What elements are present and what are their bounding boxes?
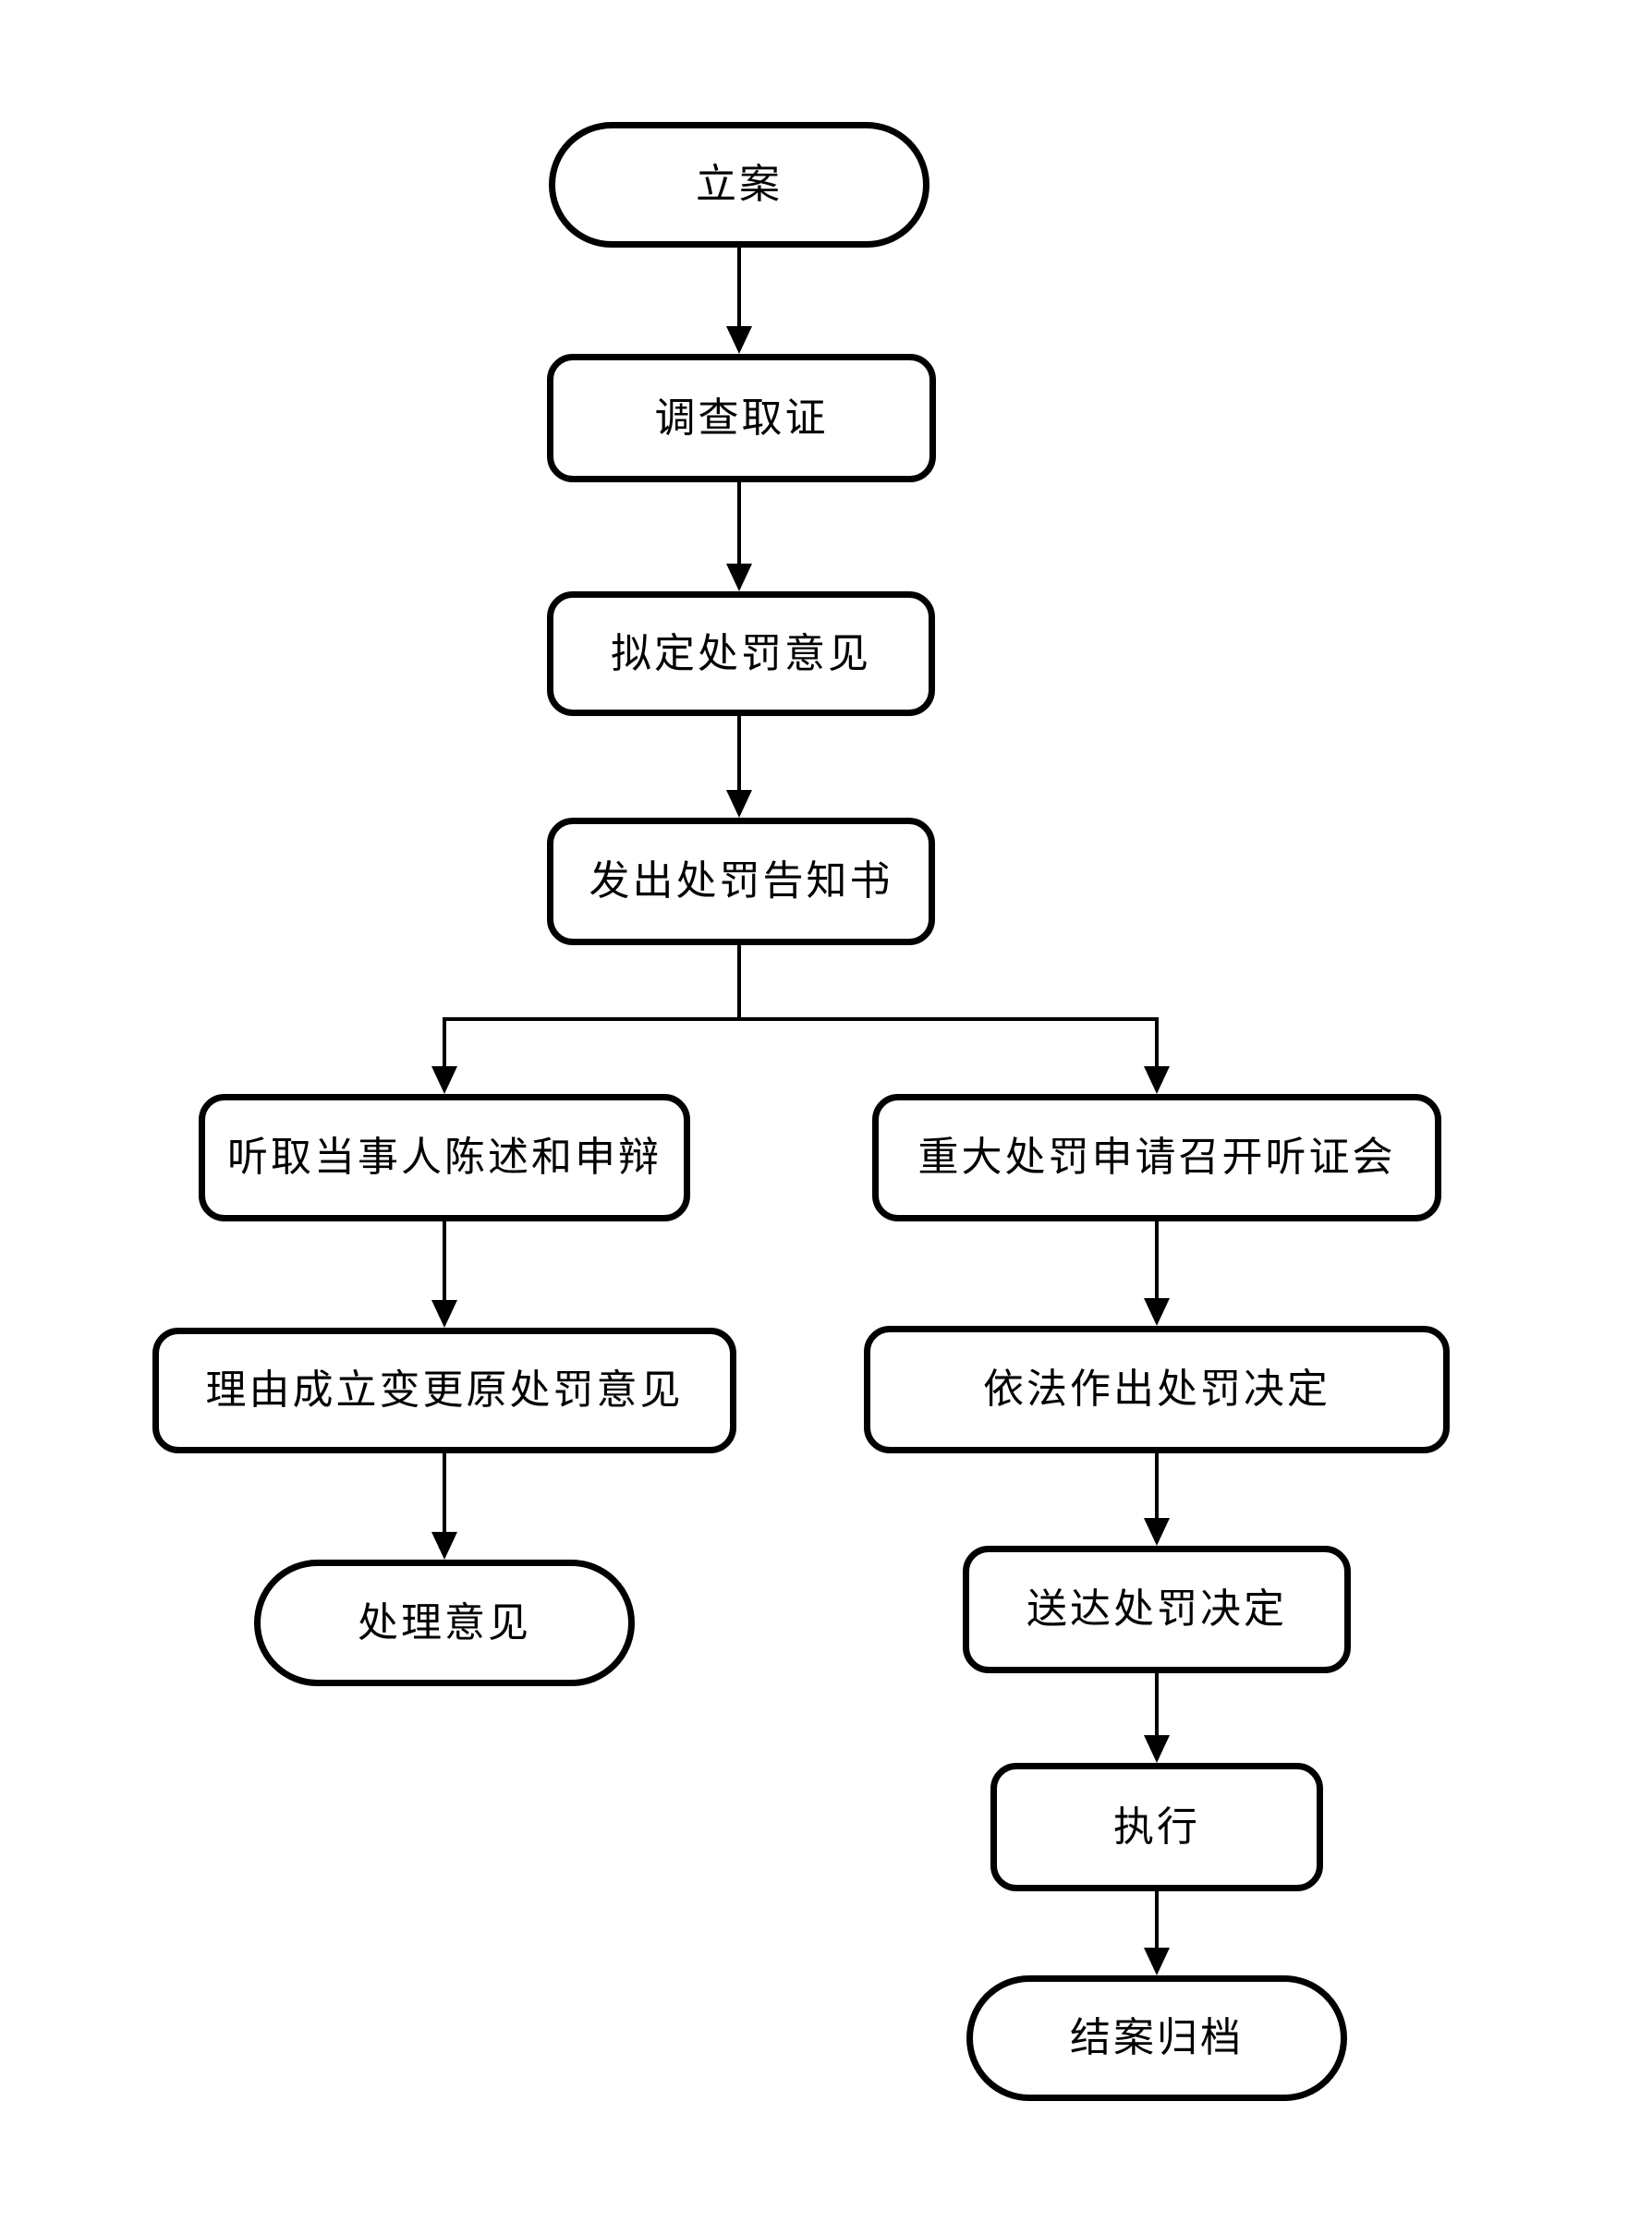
edge-major-penalty-hearing-to-make-penalty-decision xyxy=(1144,1220,1170,1326)
node-draft-penalty-opinion-label: 拟定处罚意见 xyxy=(611,630,871,676)
node-close-and-archive-label: 结案归档 xyxy=(1070,2015,1244,2060)
node-major-penalty-hearing-label: 重大处罚申请召开听证会 xyxy=(917,1135,1396,1180)
edge-change-original-opinion-to-handling-opinion xyxy=(431,1452,457,1560)
edge-issue-penalty-notice-to-hear-statement-defense xyxy=(431,943,741,1094)
edge-hear-statement-defense-to-change-original-opinion xyxy=(431,1220,457,1328)
node-deliver-penalty-decision: 送达处罚决定 xyxy=(963,1546,1351,1673)
node-execute: 执行 xyxy=(990,1763,1323,1891)
node-make-penalty-decision-label: 依法作出处罚决定 xyxy=(983,1367,1330,1412)
node-investigation: 调查取证 xyxy=(547,354,936,482)
edge-deliver-penalty-decision-to-execute xyxy=(1144,1671,1170,1763)
node-hear-statement-defense: 听取当事人陈述和申辩 xyxy=(199,1094,690,1221)
node-execute-label: 执行 xyxy=(1113,1804,1200,1850)
node-handling-opinion: 处理意见 xyxy=(254,1560,635,1686)
node-deliver-penalty-decision-label: 送达处罚决定 xyxy=(1026,1586,1287,1632)
node-case-filing-label: 立案 xyxy=(696,162,783,207)
node-issue-penalty-notice-label: 发出处罚告知书 xyxy=(589,858,893,904)
node-issue-penalty-notice: 发出处罚告知书 xyxy=(547,818,935,945)
edge-execute-to-close-and-archive xyxy=(1144,1889,1170,1975)
node-change-original-opinion-label: 理由成立变更原处罚意见 xyxy=(205,1367,684,1413)
node-close-and-archive: 结案归档 xyxy=(966,1975,1347,2101)
edge-case-filing-to-investigation xyxy=(726,246,752,354)
node-handling-opinion-label: 处理意见 xyxy=(358,1599,531,1646)
edge-issue-penalty-notice-to-major-penalty-hearing xyxy=(737,1017,1170,1094)
node-major-penalty-hearing: 重大处罚申请召开听证会 xyxy=(872,1094,1441,1221)
node-draft-penalty-opinion: 拟定处罚意见 xyxy=(547,591,935,716)
node-make-penalty-decision: 依法作出处罚决定 xyxy=(864,1326,1450,1453)
node-investigation-label: 调查取证 xyxy=(654,395,829,441)
node-case-filing: 立案 xyxy=(549,122,929,248)
edge-make-penalty-decision-to-deliver-penalty-decision xyxy=(1144,1452,1170,1546)
edge-draft-penalty-opinion-to-issue-penalty-notice xyxy=(726,714,752,818)
node-change-original-opinion: 理由成立变更原处罚意见 xyxy=(152,1328,736,1453)
node-hear-statement-defense-label: 听取当事人陈述和申辩 xyxy=(227,1135,662,1180)
edge-investigation-to-draft-penalty-opinion xyxy=(726,480,752,591)
